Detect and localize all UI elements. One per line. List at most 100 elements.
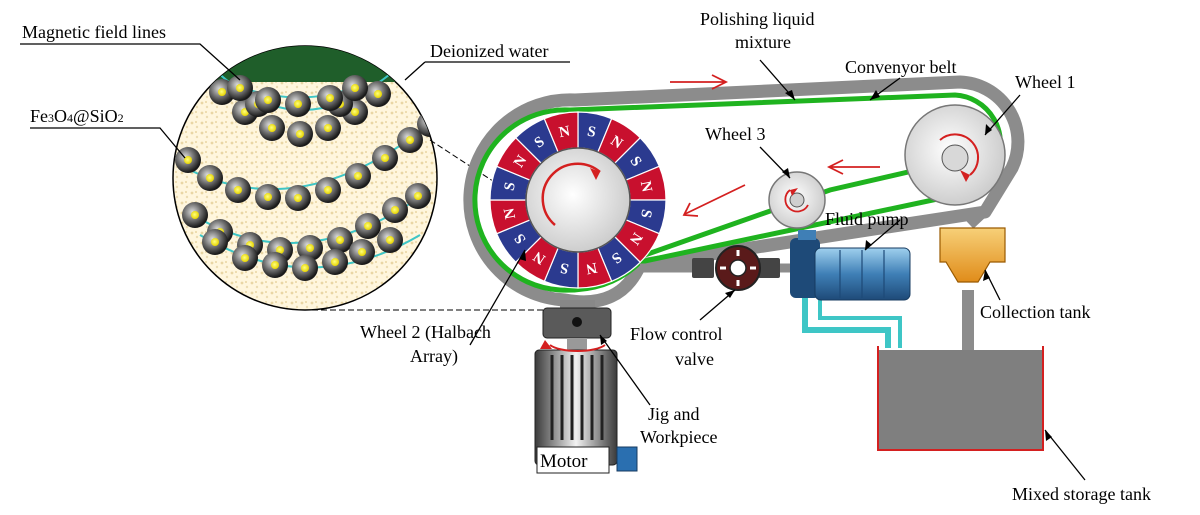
motor-connector	[616, 446, 638, 472]
magnet-pole-label: N	[501, 206, 519, 220]
label-deionized-water: Deionized water	[430, 41, 548, 61]
pipes	[640, 206, 990, 350]
pipe-pump-to-tank-outer	[802, 295, 891, 348]
storage-tank-fluid	[878, 350, 1043, 450]
particle-core	[184, 156, 192, 164]
particle-core	[241, 254, 249, 262]
particle-core	[386, 236, 394, 244]
label-collection-tank: Collection tank	[980, 302, 1090, 322]
particle-core	[218, 88, 226, 96]
motor-assembly	[534, 338, 638, 474]
label-motor: Motor	[540, 451, 588, 472]
particle-core	[364, 222, 372, 230]
particle-core	[206, 174, 214, 182]
label-wheel-2-array: Array)	[410, 346, 458, 367]
particle-core	[351, 108, 359, 116]
motor-rotation-arrow	[549, 344, 606, 353]
valve-left-fitting	[692, 258, 714, 278]
particle-core	[331, 258, 339, 266]
motor-shaft	[567, 338, 587, 350]
particle-core	[294, 100, 302, 108]
particle-core	[191, 211, 199, 219]
particle-core	[236, 84, 244, 92]
storage-tank-wall	[877, 346, 1044, 451]
deionized-water-layer	[173, 46, 437, 82]
jig-bolt	[572, 317, 582, 327]
magnified-view	[172, 45, 438, 311]
label-jig: Jig and	[648, 404, 700, 424]
particle-core	[358, 248, 366, 256]
belt-direction-arrow-left	[682, 184, 746, 217]
mixed-storage-tank	[877, 346, 1044, 451]
pipe-pump-to-tank-inner	[818, 295, 902, 348]
magnet-pole-label: N	[637, 180, 655, 194]
particle-core	[268, 124, 276, 132]
particle-core	[234, 186, 242, 194]
label-fe3o4-sio2: Fe3O4@SiO2	[30, 106, 124, 126]
magnet-pole-label: S	[559, 259, 570, 276]
magnet-pole-label: N	[558, 123, 572, 141]
pump-outlet	[798, 230, 816, 240]
particle-core	[381, 154, 389, 162]
pump-head	[790, 238, 820, 298]
wheel-1	[904, 104, 1006, 206]
particle-core	[414, 192, 422, 200]
particle-core	[271, 261, 279, 269]
wheel-2-rotation-arrow	[541, 162, 601, 226]
label-wheel-3: Wheel 3	[705, 124, 765, 144]
wheel-3-axle	[789, 192, 805, 208]
label-wheel-1: Wheel 1	[1015, 72, 1075, 92]
zoom-callout-line-top	[429, 139, 546, 216]
belt-direction-arrow-top	[670, 74, 729, 90]
wheel-2-rotation-arrowhead	[590, 168, 600, 180]
label-fluid-pump: Fluid pump	[825, 209, 909, 229]
valve-center	[729, 259, 747, 277]
label-polishing-liquid-mixture: mixture	[735, 32, 791, 52]
particle-core	[391, 206, 399, 214]
wheel-1-axle	[941, 144, 969, 172]
particle-core	[351, 84, 359, 92]
pipe-housing-to-collection	[966, 206, 990, 229]
particle-core	[306, 244, 314, 252]
flow-direction-arrows	[670, 74, 880, 217]
motor-label-plate	[536, 446, 610, 474]
particle-core	[374, 90, 382, 98]
wheel-1-rotation-arrowhead	[960, 170, 970, 182]
belt-housing	[463, 75, 1025, 309]
leader-arrowheads	[519, 90, 1052, 441]
magnet-pole-label: N	[584, 259, 598, 277]
particle-core	[324, 186, 332, 194]
particle-cluster	[175, 75, 437, 281]
label-flow-control: Flow control	[630, 324, 723, 344]
wheel-3-rotation-arrow	[784, 189, 809, 213]
wheel-3-rotation-arrowhead	[790, 188, 798, 196]
label-workpiece: Workpiece	[640, 427, 718, 447]
particle-core	[301, 264, 309, 272]
magnet-pole-label: S	[637, 208, 654, 219]
label-mixed-storage-tank: Mixed storage tank	[1012, 484, 1151, 504]
collection-tank	[939, 227, 1006, 283]
fe3o4-particle	[417, 111, 437, 137]
wheel-1-rotation-arrow	[939, 133, 980, 176]
label-flow-control-valve: valve	[675, 349, 714, 369]
magnet-pole-label: S	[586, 124, 597, 141]
particle-core	[264, 193, 272, 201]
particle-core	[324, 124, 332, 132]
particle-core	[406, 136, 414, 144]
workpiece	[560, 300, 595, 310]
jig-and-workpiece	[542, 300, 612, 339]
label-magnetic-field-lines: Magnetic field lines	[22, 22, 166, 42]
motor-rotation-arrowhead	[540, 340, 552, 349]
particle-core	[326, 94, 334, 102]
particle-core	[336, 236, 344, 244]
particle-core	[354, 172, 362, 180]
label-conveyor-belt: Convenyor belt	[845, 57, 956, 77]
wheel-3	[768, 171, 826, 229]
valve-right-fitting	[758, 258, 780, 278]
conveyor-belt	[472, 92, 1003, 293]
particle-core	[211, 238, 219, 246]
particle-core	[294, 194, 302, 202]
